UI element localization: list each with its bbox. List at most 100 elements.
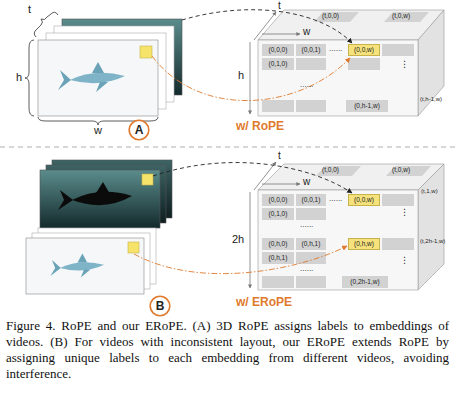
grid-side-face (418, 164, 444, 290)
grid-cell: (0,0,w) (348, 194, 380, 206)
grid-cell (262, 100, 294, 112)
annotation-label: (t,0,w) (392, 13, 410, 20)
annotation-label: t (28, 4, 31, 15)
grid-front-face (258, 190, 418, 290)
axis-arrow (250, 192, 251, 288)
leader-arrow (153, 163, 352, 193)
annotation-label: h (238, 70, 244, 81)
token-square (142, 174, 153, 185)
annotation-label: ⋮ (400, 208, 409, 217)
grid-cell: (0,h,1) (296, 238, 326, 250)
annotation-label: (t,0,0) (322, 167, 339, 174)
axis-arrow (254, 162, 276, 190)
position-label: (0,0,w) (354, 197, 374, 204)
annotation-label: t (278, 1, 281, 11)
axis-arrow (250, 42, 251, 114)
grid-cell (382, 238, 414, 250)
grid-top-face (258, 164, 444, 190)
grid-cell (296, 58, 326, 70)
position-label: (0,h,1) (269, 255, 288, 262)
grid-cell: (0,2h-1,w) (342, 276, 388, 288)
grid-cell (386, 166, 431, 176)
grid-cell: (0,0,0) (262, 44, 294, 56)
axis-arrow (262, 34, 300, 35)
token-square (140, 46, 152, 58)
position-label: (0,0,0) (269, 47, 288, 54)
video-frame (38, 40, 158, 116)
position-label: (0,h-1,w) (354, 103, 380, 110)
grid-cell (296, 208, 326, 220)
panel-circle: A (128, 119, 150, 141)
shark-fin (96, 82, 108, 92)
leader-arrow (182, 10, 352, 43)
grid-cell (348, 58, 380, 70)
separator (0, 147, 455, 148)
axis-arrow (262, 184, 300, 185)
shark-tail (58, 70, 71, 90)
fish-silhouette (96, 182, 110, 194)
video-frame (40, 170, 160, 228)
grid-cell: (0,1,0) (262, 58, 294, 70)
position-label: (0,h,w) (354, 241, 374, 248)
fish-silhouette (72, 192, 132, 205)
circle-outline (150, 296, 170, 316)
panel-circle: B (149, 295, 171, 317)
grid-cell: (0,0,1) (296, 44, 326, 56)
grid-cell (314, 12, 359, 22)
grid-cell (262, 276, 294, 288)
grid-cell: (0,h-1,w) (346, 100, 388, 112)
shark-body (70, 73, 125, 83)
grid-cell (316, 166, 361, 176)
annotation-label: (t,2h-1,w) (420, 238, 445, 244)
position-label: (0,h,1) (302, 241, 321, 248)
grid-cell: (0,0,1) (296, 194, 326, 206)
annotation-label: (t,0,w) (392, 167, 410, 174)
grid-cell (296, 100, 326, 112)
annotation-label: ...... (329, 195, 342, 203)
annotation-label: (t,0,0) (322, 13, 339, 20)
grid-cell (384, 12, 429, 22)
annotation-label: w (303, 27, 310, 37)
position-label: (0,h,0) (269, 241, 288, 248)
grid-cell: (0,0,w) (348, 44, 380, 56)
annotation-label: t (278, 151, 281, 161)
figure-caption: Figure 4. RoPE and our ERoPE. (A) 3D RoP… (6, 318, 449, 382)
token-square (128, 242, 139, 253)
annotation-label: ⋮ (400, 256, 409, 265)
position-label: (0,0,1) (302, 47, 321, 54)
position-label: (0,1,0) (269, 211, 288, 218)
annotation-label: ⋮ (400, 60, 409, 69)
circle-outline (129, 120, 149, 140)
shark-image (50, 254, 104, 278)
annotation-label: 2h (232, 234, 244, 245)
position-label: (0,2h-1,w) (350, 279, 379, 286)
annotation-label: ...... (300, 81, 313, 89)
grid-cell: (0,0,0) (262, 194, 294, 206)
axis-arrow (254, 12, 276, 40)
fish-silhouette (58, 190, 73, 210)
annotation-label: (t,h-1,w) (420, 96, 442, 102)
grid-cell: (0,1,0) (262, 208, 294, 220)
position-label: (0,0,1) (302, 197, 321, 204)
annotation-label: w/ ERoPE (236, 296, 292, 308)
grid-top-face (258, 10, 444, 40)
grid-cell: (0,h,1) (262, 252, 294, 264)
annotation-label: h (16, 72, 22, 83)
leader-arrow (134, 246, 347, 274)
grid-cell: (0,h,w) (348, 238, 380, 250)
video-frame (26, 238, 144, 294)
panel-letter: A (135, 124, 144, 136)
grid-cell (296, 276, 326, 288)
annotation-label: w (303, 177, 310, 187)
brace (25, 40, 34, 116)
grid-cell (382, 44, 414, 56)
grid-cell: (0,h,0) (262, 238, 294, 250)
brace (34, 12, 58, 37)
shark-image (58, 62, 125, 92)
grid-side-face (418, 10, 444, 116)
grid-cell (296, 252, 326, 264)
annotation-label: (t,1,w) (421, 188, 438, 194)
grid-front-face (258, 40, 418, 116)
annotation-label: ...... (329, 45, 342, 53)
